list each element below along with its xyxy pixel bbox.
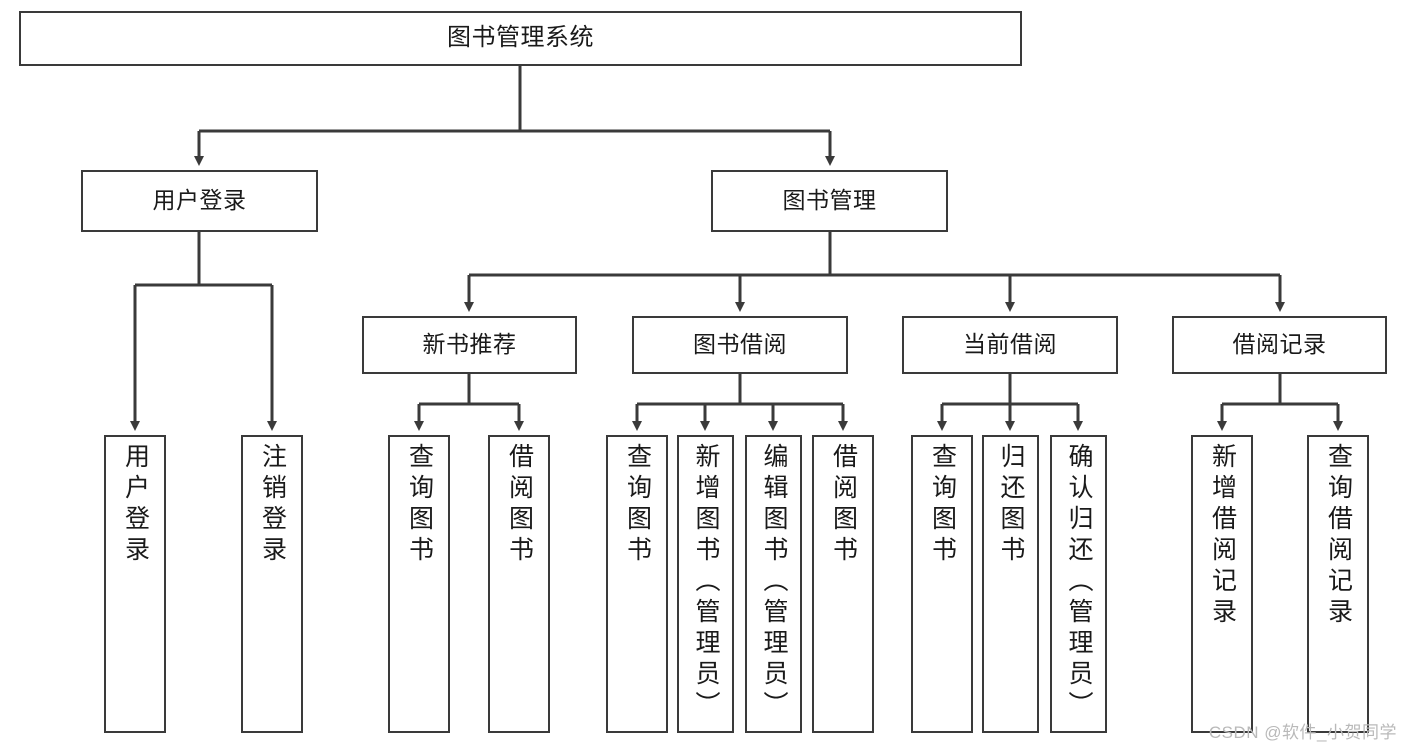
node-new-book-recommendation[interactable]: 新书推荐: [362, 316, 577, 374]
leaf-query-book-current[interactable]: 查询图书: [911, 435, 973, 733]
node-label: 归还图书: [997, 443, 1025, 567]
node-label: 图书管理: [782, 187, 877, 214]
node-label: 图书管理系统: [447, 24, 594, 52]
leaf-add-borrow-record[interactable]: 新增借阅记录: [1191, 435, 1253, 733]
leaf-user-login[interactable]: 用户登录: [104, 435, 166, 733]
node-label: 编辑图书（管理员）: [760, 443, 788, 722]
node-current-borrowing[interactable]: 当前借阅: [902, 316, 1118, 374]
node-label: 图书借阅: [693, 331, 787, 358]
node-label: 查询借阅记录: [1324, 443, 1353, 629]
leaf-query-borrow-record[interactable]: 查询借阅记录: [1307, 435, 1369, 733]
node-label: 确认归还（管理员）: [1065, 443, 1093, 722]
node-user-login[interactable]: 用户登录: [81, 170, 318, 232]
node-label: 查询图书: [623, 443, 652, 567]
node-label: 新增图书（管理员）: [692, 443, 720, 722]
leaf-query-book-new[interactable]: 查询图书: [388, 435, 450, 733]
node-label: 新增借阅记录: [1208, 443, 1237, 629]
node-label: 借阅图书: [829, 443, 858, 567]
leaf-borrow-book-new[interactable]: 借阅图书: [488, 435, 550, 733]
leaf-confirm-return-admin[interactable]: 确认归还（管理员）: [1050, 435, 1107, 733]
node-label: 新书推荐: [422, 331, 517, 358]
node-label: 借阅图书: [505, 443, 534, 567]
node-label: 查询图书: [928, 443, 957, 567]
node-label: 当前借阅: [963, 331, 1057, 358]
node-root-system[interactable]: 图书管理系统: [19, 11, 1022, 66]
node-book-management[interactable]: 图书管理: [711, 170, 948, 232]
leaf-return-book[interactable]: 归还图书: [982, 435, 1039, 733]
node-label: 借阅记录: [1232, 331, 1327, 358]
leaf-query-book-borrow[interactable]: 查询图书: [606, 435, 668, 733]
node-label: 用户登录: [152, 187, 247, 214]
leaf-edit-book-admin[interactable]: 编辑图书（管理员）: [745, 435, 802, 733]
leaf-borrow-book[interactable]: 借阅图书: [812, 435, 874, 733]
leaf-logout[interactable]: 注销登录: [241, 435, 303, 733]
node-label: 查询图书: [405, 443, 434, 567]
node-borrowing-records[interactable]: 借阅记录: [1172, 316, 1387, 374]
watermark: CSDN @软件_小贺同学: [1208, 723, 1397, 742]
node-book-borrowing[interactable]: 图书借阅: [632, 316, 848, 374]
node-label: 用户登录: [121, 443, 150, 567]
leaf-add-book-admin[interactable]: 新增图书（管理员）: [677, 435, 734, 733]
node-label: 注销登录: [258, 443, 287, 567]
